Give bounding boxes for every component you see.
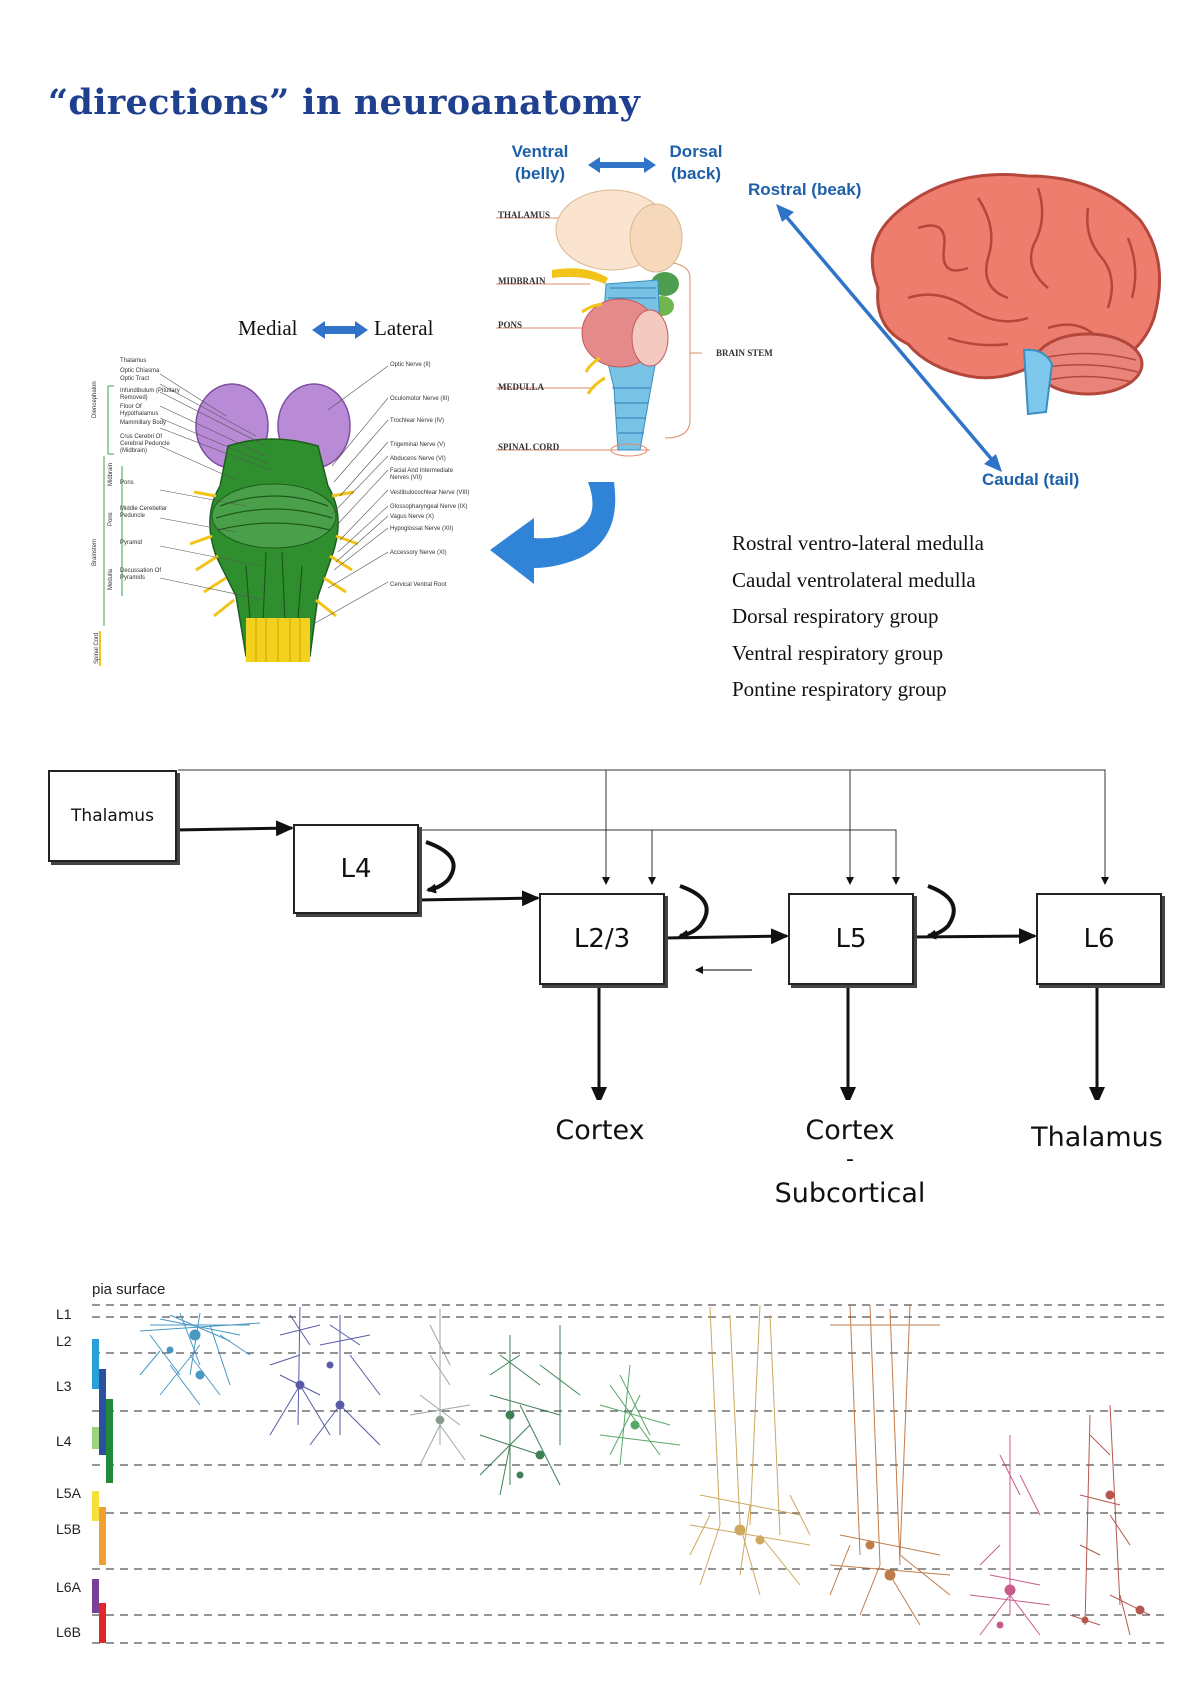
neuron-pink: [969, 1435, 1051, 1636]
vlabel-optic-chiasma: Optic Chiasma: [120, 368, 160, 374]
vlabel-infundibulum: Infundibulum (Pituitary Removed): [120, 388, 180, 401]
medial-lateral-arrow-icon: [312, 321, 368, 339]
neuron-l3: [269, 1306, 381, 1446]
vlabel-decussation: Decussation Of Pyramids: [120, 568, 162, 581]
vregion-brainstem: Brainstem: [92, 538, 98, 566]
vlabel-trigeminal: Trigeminal Nerve (V): [390, 442, 446, 448]
vlabel-middle-cerebellar-peduncle: Middle Cerebellar Peduncle: [120, 506, 168, 519]
output-cortex-l23: Cortex: [555, 1115, 645, 1146]
vlabel-crus-cerebri: Crus Cerebri Of Cerebral Peduncle (Midbr…: [120, 434, 170, 454]
layer-label-l2: L2: [56, 1333, 72, 1349]
rostral-caudal-arrow-icon: [776, 204, 1002, 472]
sag-label-medulla: MEDULLA: [498, 382, 545, 392]
pia-surface-label: pia surface: [92, 1281, 166, 1298]
vlabel-abducens: Abducens Nerve (VI): [390, 456, 446, 462]
vregion-diencephalon: Diencephalon: [92, 381, 98, 418]
l5-box: L5: [788, 893, 914, 985]
vregion-midbrain: Midbrain: [108, 462, 114, 486]
term-item: Rostral ventro-lateral medulla: [732, 531, 984, 555]
output-thalamus-l6: Thalamus: [1031, 1122, 1163, 1153]
l4-box: L4: [293, 824, 419, 914]
sag-label-pons: PONS: [498, 320, 523, 330]
vregion-medulla: Medulla: [108, 568, 114, 590]
vlabel-pons: Pons: [120, 480, 134, 486]
thalamus-box: Thalamus: [48, 770, 177, 862]
sag-label-midbrain: MIDBRAIN: [498, 276, 546, 286]
flow-diagram-connectors: [174, 769, 1109, 1100]
vregion-spinal-cord: Spinal Cord: [94, 632, 100, 664]
vlabel-thalamus: Thalamus: [120, 358, 147, 364]
sag-label-brain-stem: BRAIN STEM: [716, 348, 773, 358]
term-item: Pontine respiratory group: [732, 677, 947, 701]
rostral-label: Rostral (beak): [748, 180, 862, 199]
layer-label-l4: L4: [56, 1433, 72, 1449]
vlabel-floor-hypothalamus: Floor Of Hypothalamus: [120, 404, 159, 417]
term-item: Caudal ventrolateral medulla: [732, 567, 976, 592]
vlabel-accessory: Accessory Nerve (XI): [390, 550, 447, 556]
sag-label-spinal-cord: SPINAL CORD: [498, 442, 560, 452]
layer-label-l3: L3: [56, 1378, 72, 1394]
neuron-green-dark: [479, 1325, 581, 1496]
vlabel-mammillary-body: Mammillary Body: [120, 420, 167, 426]
vlabel-oculomotor: Oculomotor Nerve (III): [390, 396, 450, 402]
vlabel-hypoglossal: Hypoglossal Nerve (XII): [390, 526, 454, 532]
vlabel-glossopharyngeal: Glossopharyngeal Nerve (IX): [390, 504, 468, 510]
neuron-tan: [689, 1304, 811, 1596]
medial-label: Medial: [238, 316, 298, 340]
dorsal-sub-text: (back): [670, 164, 722, 183]
ventral-label: Ventral (belly): [510, 142, 570, 184]
output-l5-line1: Cortex: [805, 1115, 895, 1146]
curved-arrow-icon: [490, 482, 616, 584]
layer-label-l1: L1: [56, 1306, 72, 1322]
lateral-label: Lateral: [374, 316, 434, 340]
brainstem-ventral-illustration: [99, 365, 389, 666]
vlabel-trochlear: Trochlear Nerve (IV): [390, 418, 445, 424]
output-l5: Cortex - Subcortical: [750, 1115, 950, 1209]
l23-box: L2/3: [539, 893, 665, 985]
vlabel-vagus: Vagus Nerve (X): [390, 514, 434, 520]
vlabel-cervical-root: Cervical Ventral Root: [390, 582, 447, 588]
caudal-label: Caudal (tail): [982, 470, 1080, 489]
vlabel-vestibulocochlear: Vestibulocochlear Nerve (VIII): [390, 490, 470, 496]
neuron-l2: [139, 1312, 261, 1406]
output-l5-line3: Subcortical: [774, 1178, 926, 1209]
term-item: Ventral respiratory group: [732, 640, 944, 665]
layer-label-l5b: L5B: [56, 1521, 81, 1537]
cortical-layers-figure: [92, 1304, 1170, 1644]
vlabel-optic-nerve: Optic Nerve (II): [390, 362, 431, 368]
ventral-dorsal-arrow-icon: [588, 157, 656, 173]
layer-label-l5a: L5A: [56, 1485, 81, 1501]
output-l5-line2: -: [846, 1147, 854, 1172]
term-item: Dorsal respiratory group: [732, 604, 939, 628]
neuron-red: [1069, 1404, 1151, 1636]
page-title: “directions” in neuroanatomy: [48, 82, 641, 123]
dorsal-text: Dorsal: [669, 142, 723, 161]
neuron-green-light: [599, 1364, 681, 1466]
vlabel-optic-tract: Optic Tract: [120, 376, 150, 382]
whole-brain-illustration: [870, 173, 1162, 416]
vlabel-facial: Facial And Intermediate Nerves (VII): [390, 468, 454, 481]
vregion-pons: Pons: [108, 512, 114, 526]
layer-label-l6b: L6B: [56, 1624, 81, 1640]
vlabel-pyramid: Pyramid: [120, 540, 143, 546]
ventral-sub-text: (belly): [514, 164, 566, 183]
neuron-grey: [409, 1309, 471, 1466]
ventral-text: Ventral: [511, 142, 569, 161]
layer-label-l6a: L6A: [56, 1579, 81, 1595]
l6-box: L6: [1036, 893, 1162, 985]
brainstem-sagittal-illustration: [496, 189, 702, 457]
neuron-orange: [829, 1304, 951, 1626]
terms-list: Rostral ventro-lateral medulla Caudal ve…: [732, 528, 984, 711]
sag-label-thalamus: THALAMUS: [498, 210, 551, 220]
dorsal-label: Dorsal (back): [666, 142, 726, 184]
